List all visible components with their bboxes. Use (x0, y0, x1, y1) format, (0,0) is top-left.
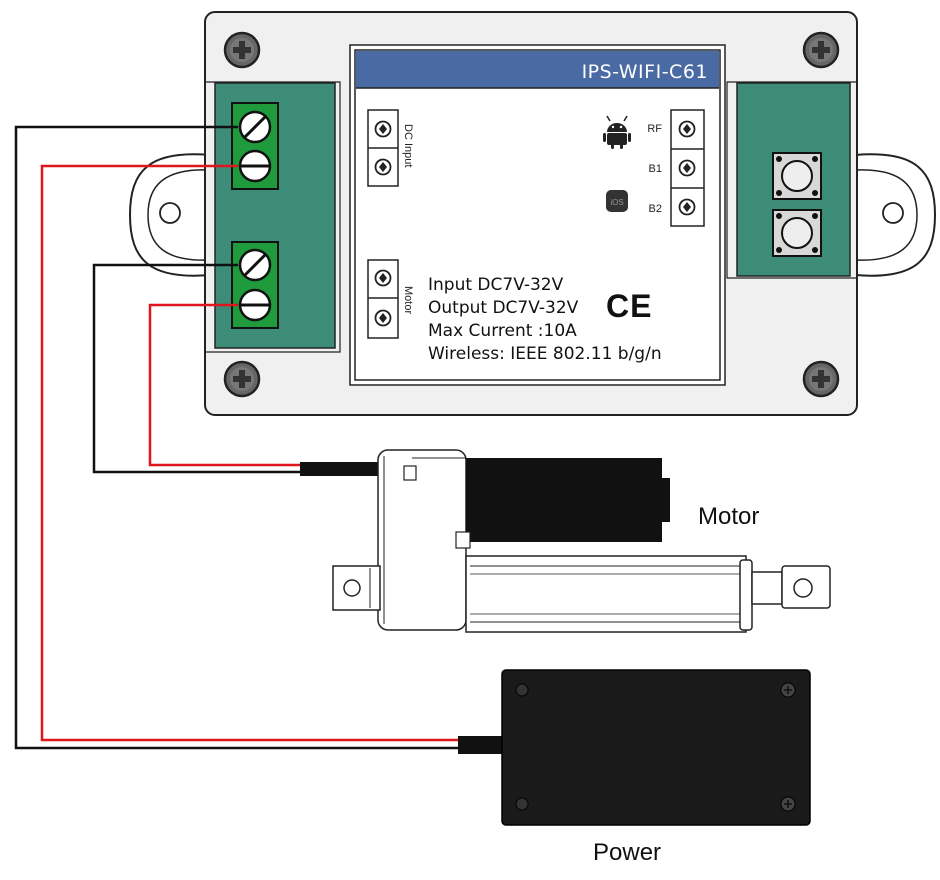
dc-input-connector-icons (367, 109, 399, 187)
spec-output: Output DC7V-32V (428, 298, 579, 318)
terminal-screw-dc-positive (238, 149, 272, 183)
terminal-screw-dc-negative (238, 110, 272, 144)
power-supply (458, 669, 811, 826)
screw-icon (780, 682, 796, 698)
mount-hole-icon (515, 683, 529, 697)
screw-terminal-icon (678, 120, 696, 138)
motor-connector-icons (367, 259, 399, 339)
terminal-block-dc-input (231, 102, 279, 190)
screw-terminal-icon (678, 159, 696, 177)
rf-b1-b2-connector-icons (670, 109, 705, 227)
wire-dc-negative-black (14, 125, 462, 750)
rf-label: RF (647, 123, 662, 135)
terminal-screw-motor-1 (238, 248, 272, 282)
corner-screw-top-right (802, 31, 840, 69)
spec-input: Input DC7V-32V (428, 275, 564, 295)
screw-terminal-icon (374, 120, 392, 138)
push-button-1[interactable] (772, 152, 822, 200)
spec-lines: Input DC7V-32V Output DC7V-32V Max Curre… (428, 275, 662, 364)
screw-icon (780, 796, 796, 812)
linear-actuator (300, 449, 831, 633)
screw-terminal-icon (678, 198, 696, 216)
terminal-screw-motor-2 (238, 288, 272, 322)
screw-terminal-icon (374, 309, 392, 327)
model-label: IPS-WIFI-C61 (582, 61, 708, 83)
b1-label: B1 (649, 163, 662, 175)
wire-motor-red (148, 303, 300, 467)
mount-hole-icon (515, 797, 529, 811)
corner-screw-top-left (223, 31, 261, 69)
motor-caption: Motor (698, 503, 759, 530)
ios-icon: iOS (606, 190, 628, 212)
corner-screw-bottom-left (223, 360, 261, 398)
android-icon (603, 115, 631, 149)
screw-terminal-icon (374, 269, 392, 287)
spec-wireless: Wireless: IEEE 802.11 b/g/n (428, 344, 662, 364)
screw-terminal-icon (374, 158, 392, 176)
spec-max-current: Max Current :10A (428, 321, 577, 341)
ios-label: iOS (610, 198, 623, 207)
b2-label: B2 (649, 203, 662, 215)
corner-screw-bottom-right (802, 360, 840, 398)
mounting-ear-right (854, 153, 937, 277)
mounting-ear-left (128, 153, 211, 277)
label-panel: IPS-WIFI-C61 (349, 44, 726, 386)
push-button-2[interactable] (772, 209, 822, 257)
motor-connector-label: Motor (402, 286, 414, 314)
dc-input-label: DC Input (402, 124, 414, 167)
wire-motor-black (92, 263, 300, 474)
wire-dc-positive-red (40, 164, 462, 742)
ce-mark: CE (606, 288, 652, 324)
terminal-block-motor (231, 241, 279, 329)
power-caption: Power (593, 839, 661, 866)
model-header-bar (356, 51, 719, 88)
